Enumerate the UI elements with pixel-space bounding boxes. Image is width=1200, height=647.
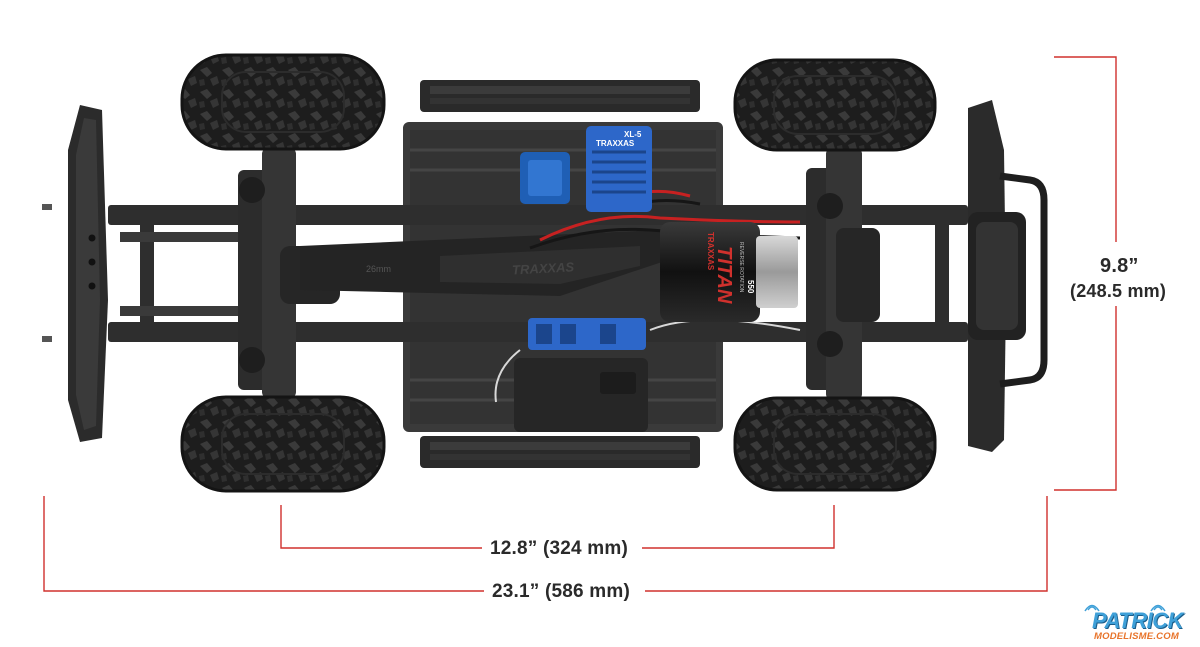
link-brand-text: TRAXXAS	[512, 259, 575, 277]
link-size-text: 26mm	[366, 264, 391, 274]
width-mm-label: (248.5 mm)	[1066, 281, 1171, 302]
motor-model-text: 550	[746, 280, 755, 294]
steering-servo	[520, 152, 570, 204]
front-bumper	[42, 105, 108, 442]
receiver	[528, 318, 646, 350]
rear-bumper	[968, 100, 1048, 452]
tire-front-top	[180, 53, 386, 151]
rear-axle	[806, 148, 880, 400]
tire-rear-bottom	[733, 396, 937, 492]
width-line-top	[1054, 56, 1117, 242]
battery-box	[514, 358, 648, 432]
length-line-right	[645, 496, 1048, 592]
esc-model-text: XL-5	[624, 130, 642, 139]
center-skid: TRAXXAS 26mm	[300, 230, 662, 296]
esc-unit: TRAXXAS XL-5	[586, 126, 652, 212]
tire-rear-top	[733, 58, 937, 152]
length-line-left	[43, 496, 484, 592]
watermark-logo-text: PATRICK	[1092, 608, 1184, 633]
bottom-plate	[420, 436, 700, 468]
motor-brand-text: TRAXXAS	[706, 232, 715, 271]
width-inches-label: 9.8”	[1096, 255, 1143, 278]
signal-icon	[1084, 604, 1166, 612]
width-line-bottom	[1054, 306, 1117, 491]
motor: TRAXXAS TITAN REVERSE ROTATION 550	[660, 222, 798, 322]
watermark-logo: PATRICK MODELISME.COM	[1082, 600, 1198, 644]
watermark-logo-subtext: MODELISME.COM	[1094, 631, 1179, 642]
motor-name-text: TITAN	[713, 246, 735, 304]
wheelbase-line-right	[642, 505, 835, 549]
top-plate	[420, 80, 700, 112]
wheelbase-line-left	[280, 505, 482, 549]
esc-brand-text: TRAXXAS	[596, 139, 635, 148]
front-axle	[238, 148, 340, 398]
motor-sub-text: REVERSE ROTATION	[738, 242, 744, 293]
tire-front-bottom	[180, 395, 386, 493]
dimension-lines	[43, 56, 1117, 592]
overall-length-dimension-label: 23.1” (586 mm)	[488, 581, 634, 603]
wheelbase-dimension-label: 12.8” (324 mm)	[486, 538, 632, 560]
